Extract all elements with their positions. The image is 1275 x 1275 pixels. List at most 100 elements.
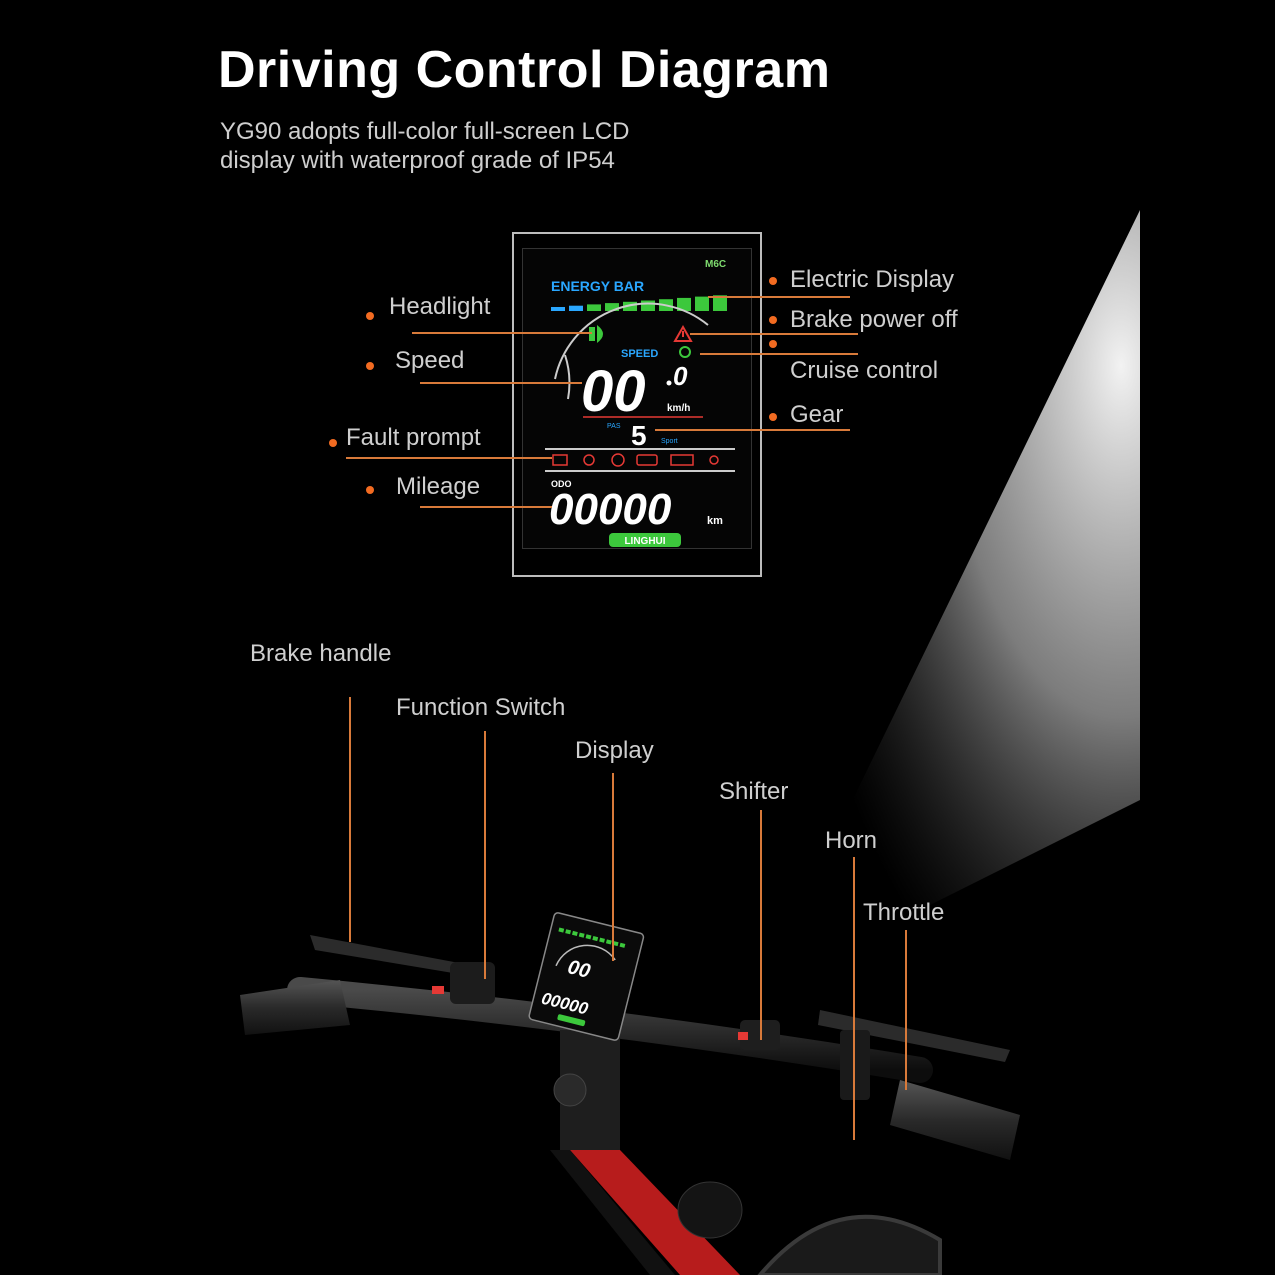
controller-fault-icon — [670, 454, 694, 466]
sensor-fault-icon — [709, 455, 719, 465]
horn-pointer — [853, 857, 855, 1140]
fault-prompt-pointer — [346, 457, 552, 459]
label-shifter: Shifter — [719, 778, 789, 805]
label-throttle: Throttle — [863, 899, 945, 926]
label-display: Display — [575, 737, 654, 764]
electric-display-dot — [769, 277, 777, 285]
left-brake-lever — [310, 935, 470, 975]
mini-energy-segment — [605, 939, 612, 945]
lcd-model: M6C — [705, 259, 726, 270]
mini-energy-segment — [578, 932, 585, 938]
lcd-mileage-value: 00000 — [549, 485, 672, 534]
mini-energy-segment — [612, 941, 619, 947]
lcd-speed-decimal: 0 — [673, 361, 688, 391]
lcd-energy-label: ENERGY BAR — [551, 278, 644, 294]
mini-energy-bar — [558, 927, 626, 948]
motor-fault-icon — [611, 453, 625, 467]
electric-display-pointer — [708, 296, 850, 298]
lcd-gear-value: 5 — [631, 420, 647, 451]
mileage-pointer — [420, 506, 552, 508]
energy-segment — [695, 296, 709, 311]
shifter-pointer — [760, 810, 762, 1040]
gear-pointer — [655, 429, 850, 431]
speed-pointer — [420, 382, 582, 384]
headlight-beam — [760, 210, 1140, 990]
left-grip — [240, 980, 350, 1035]
lcd-mileage-unit: km — [707, 515, 723, 527]
throttle-pointer — [905, 930, 907, 1090]
label-electric-display: Electric Display — [790, 266, 955, 293]
brand-badge — [609, 533, 681, 547]
energy-segment — [587, 304, 601, 311]
lcd-brand: LINGHUI — [624, 536, 665, 547]
mini-brand-badge — [557, 1014, 586, 1027]
battery-fault-icon — [552, 454, 568, 466]
energy-segment — [551, 307, 565, 311]
fault-icons — [552, 453, 719, 467]
mini-energy-segment — [592, 935, 599, 942]
cruise-control-pointer — [700, 353, 858, 355]
shifter-red-marker — [738, 1032, 748, 1040]
mini-energy-segment — [585, 934, 592, 940]
lcd-speed-unit: km/h — [667, 403, 690, 414]
lcd-speed-label: SPEED — [621, 348, 658, 360]
energy-segment — [623, 301, 637, 311]
label-function-switch: Function Switch — [396, 694, 566, 721]
right-brake-lever — [818, 1010, 1010, 1062]
headlight-pointer — [412, 332, 592, 334]
mini-energy-segment — [599, 937, 605, 943]
frame-red — [570, 1150, 740, 1275]
brake-fault-icon — [583, 454, 595, 466]
frame-black — [550, 1150, 675, 1275]
label-horn: Horn — [825, 827, 878, 854]
mini-energy-segment — [558, 927, 565, 933]
fault-prompt-dot — [329, 439, 337, 447]
energy-segment — [605, 303, 619, 311]
lcd-odo-label: ODO — [551, 479, 572, 489]
brake-power-off-dot — [769, 316, 777, 324]
brake-power-off-pointer — [690, 333, 858, 335]
label-gear: Gear — [790, 401, 844, 428]
energy-segment — [677, 297, 691, 311]
right-grip — [890, 1080, 1020, 1160]
lcd-screen: M6C ENERGY BAR SPEED 00 0 km/h PAS 5 — [522, 248, 752, 549]
front-tire — [757, 1214, 942, 1275]
headlight-icon — [589, 325, 603, 343]
mini-display: 00 00000 — [528, 912, 645, 1041]
lcd-pas-label: PAS — [607, 423, 621, 430]
lcd-speed-decimal-point — [666, 380, 672, 386]
label-brake-handle: Brake handle — [250, 640, 392, 667]
lcd-graphics: M6C ENERGY BAR SPEED 00 0 km/h PAS 5 — [545, 259, 735, 547]
lcd-sport-label: Sport — [661, 438, 678, 445]
brake-warning-icon — [673, 324, 693, 342]
function-switch-red-marker — [432, 986, 444, 994]
brake-handle-pointer — [349, 697, 351, 942]
cruise-control-icon — [679, 346, 691, 358]
cruise-control-dot — [769, 340, 777, 348]
subtitle-line-2: display with waterproof grade of IP54 — [220, 147, 615, 174]
mini-energy-segment — [565, 929, 572, 935]
lcd-display-frame: M6C ENERGY BAR SPEED 00 0 km/h PAS 5 — [512, 232, 762, 577]
gear-dot — [769, 413, 777, 421]
function-switch-body — [450, 962, 495, 1004]
headlight-lamp — [677, 1181, 743, 1239]
mini-speed-value: 00 — [565, 956, 592, 983]
mileage-dot — [366, 486, 374, 494]
label-fault-prompt: Fault prompt — [346, 424, 481, 451]
label-headlight: Headlight — [389, 293, 491, 320]
speed-arc-lower — [564, 354, 571, 400]
speed-arc-left — [554, 302, 709, 380]
mini-energy-segment — [619, 942, 626, 948]
label-speed: Speed — [395, 347, 465, 374]
throttle-fault-icon — [636, 454, 658, 466]
stem-bolt — [553, 1073, 587, 1107]
handlebar-illustration: 00 00000 — [240, 912, 1020, 1275]
speed-dot — [366, 362, 374, 370]
label-mileage: Mileage — [396, 473, 481, 500]
display-pointer — [612, 773, 614, 961]
label-cruise-control: Cruise control — [790, 357, 939, 384]
page-title: Driving Control Diagram — [218, 41, 831, 99]
energy-segment — [713, 295, 727, 311]
lcd-speed-value: 00 — [581, 359, 646, 424]
function-switch-pointer — [484, 731, 486, 979]
